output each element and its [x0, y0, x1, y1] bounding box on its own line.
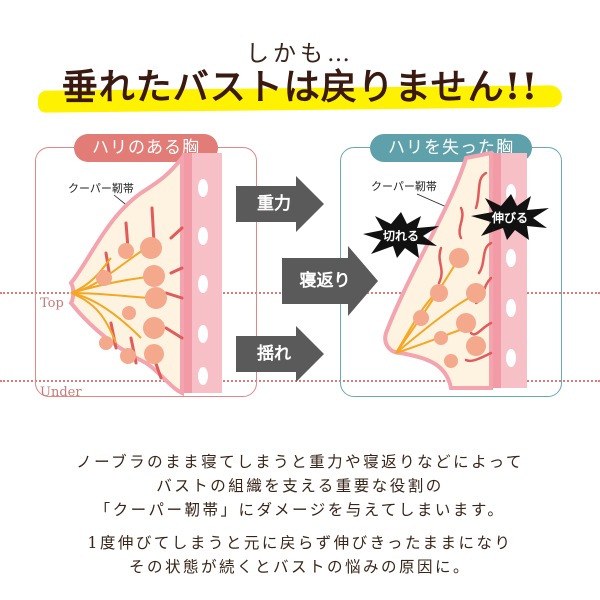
text-line: 1度伸びてしまうと元に戻らず伸びきったままになり	[87, 534, 513, 552]
sagging-breast-illustration	[383, 150, 527, 390]
gravity-label: 重力	[257, 194, 291, 214]
shaking-label: 揺れ	[257, 344, 291, 364]
arrow-right-icon	[236, 326, 324, 382]
firm-breast-illustration	[68, 152, 222, 397]
explanation-paragraph-1: ノーブラのまま寝てしまうと重力や寝返りなどによって バストの組織を支える重要な役…	[0, 450, 600, 522]
sagging-breast-panel: ハリを失った胸 クーパー靭帯 切れる 伸びる	[340, 134, 562, 397]
stretch-burst: 伸びる	[469, 192, 551, 242]
stretch-label: 伸びる	[491, 210, 528, 225]
snap-burst: 切れる	[361, 210, 441, 260]
snap-label: 切れる	[382, 228, 419, 243]
text-line: その状態が続くとバストの悩みの原因に。	[128, 558, 471, 576]
burst-icon	[363, 212, 439, 258]
burst-icon	[471, 194, 549, 240]
top-label: Top	[40, 296, 64, 311]
rolling-over-arrow: 寝返り	[282, 246, 378, 316]
arrow-right-icon	[282, 246, 378, 316]
text-line: ノーブラのまま寝てしまうと重力や寝返りなどによって	[76, 453, 524, 471]
page-title: 垂れたバストは戻りません!!	[61, 66, 539, 108]
gravity-arrow: 重力	[236, 176, 324, 232]
text-line: 「クーパー靭帯」にダメージを与えてしまいます。	[94, 501, 506, 519]
header: しかも… 垂れたバストは戻りません!!	[0, 0, 600, 120]
under-label: Under	[40, 385, 82, 400]
rolling-over-label: 寝返り	[299, 271, 351, 291]
cooper-ligament-label: クーパー靭帯	[371, 180, 437, 193]
explanation-paragraph-2: 1度伸びてしまうと元に戻らず伸びきったままになり その状態が続くとバストの悩みの…	[0, 531, 600, 579]
header-subtitle: しかも…	[246, 41, 354, 67]
text-line: バストの組織を支える重要な役割の	[156, 477, 444, 495]
under-guide-line	[0, 380, 600, 382]
cooper-ligament-label: クーパー靭帯	[68, 182, 134, 195]
shaking-arrow: 揺れ	[236, 326, 324, 382]
arrow-right-icon	[236, 176, 324, 232]
firm-breast-panel: ハリのある胸 クーパー靭帯	[35, 134, 257, 397]
